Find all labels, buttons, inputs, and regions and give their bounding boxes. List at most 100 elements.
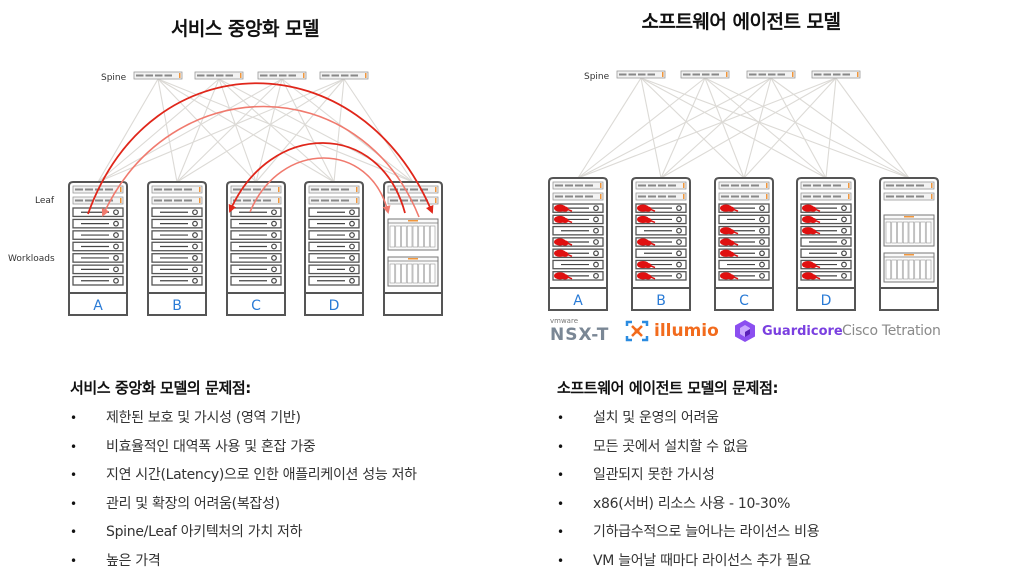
traffic-flow-c-to-e	[249, 157, 391, 214]
leaf-switch-icon	[883, 181, 935, 190]
leaf-switch-icon	[635, 181, 687, 190]
server-unit	[308, 230, 360, 240]
rack-a: A	[68, 181, 128, 316]
service-chassis-icon	[387, 218, 439, 251]
issue-text: 제한된 보호 및 가시성 (영역 기반)	[106, 410, 301, 426]
spine-leaf-link	[640, 77, 662, 179]
leaf-switch-icon	[308, 185, 360, 194]
agent-icon	[637, 238, 656, 246]
spine-leaf-link	[743, 77, 837, 179]
agent-icon	[637, 204, 656, 212]
spine-leaf-link	[157, 78, 414, 183]
rack-label-box	[631, 287, 691, 311]
server-unit	[552, 271, 604, 281]
illumio-wordmark: illumio	[654, 321, 719, 341]
server-unit	[552, 214, 604, 225]
issue-item: •모든 곳에서 설치할 수 없음	[557, 433, 819, 462]
issue-item: •x86(서버) 리소스 사용 - 10-30%	[557, 490, 819, 519]
issue-text: Spine/Leaf 아키텍처의 가치 저하	[106, 524, 303, 541]
rack-label: C	[251, 298, 261, 314]
agent-icon	[554, 238, 573, 246]
rack-b: B	[147, 181, 207, 316]
spine-leaf-link	[333, 78, 345, 183]
rack-label: B	[172, 298, 182, 314]
rack-label-box	[304, 292, 364, 316]
issue-text: 높은 가격	[106, 552, 161, 569]
server-unit	[552, 248, 604, 259]
server-unit	[718, 203, 770, 213]
bullet-icon: •	[70, 468, 77, 483]
server-unit	[308, 275, 360, 286]
server-unit	[635, 237, 687, 247]
rack-c: C	[226, 181, 286, 316]
spine-switches-right	[616, 70, 861, 79]
vmware-wordmark: vmware	[550, 317, 579, 325]
server-unit	[718, 259, 770, 270]
spine-switch-icon	[616, 70, 666, 79]
issue-text: 일관되지 못한 가시성	[593, 467, 715, 484]
spine-leaf-link	[176, 78, 345, 183]
server-unit	[151, 264, 203, 275]
cisco-tetration-wordmark: Cisco Tetration	[842, 323, 941, 339]
issue-item: • 제한된 보호 및 가시성 (영역 기반)	[70, 404, 417, 433]
issue-item: •VM 늘어날 때마다 라이선스 추가 필요	[557, 547, 819, 576]
leaf-switch-icon	[800, 192, 852, 201]
server-unit	[230, 253, 282, 263]
leaf-label: Leaf	[35, 196, 55, 206]
agent-icon	[637, 272, 656, 280]
server-unit	[308, 241, 360, 252]
agent-icon	[554, 204, 573, 212]
rack-services	[879, 177, 939, 311]
server-unit	[72, 230, 124, 240]
server-unit	[230, 264, 282, 275]
bullet-icon: •	[557, 468, 564, 483]
bullet-icon: •	[70, 411, 77, 425]
spine-switch-icon	[133, 71, 183, 80]
rack-label: C	[739, 293, 749, 309]
agent-icon	[802, 272, 821, 280]
spine-leaf-links-right	[577, 77, 910, 179]
server-unit	[230, 275, 282, 286]
spine-leaf-link	[176, 78, 283, 183]
service-chassis-icon	[387, 256, 439, 287]
service-chassis-icon	[883, 252, 935, 283]
bullet-icon: •	[557, 411, 564, 425]
traffic-flow-e-to-c	[228, 142, 406, 214]
guardicore-wordmark: Guardicore	[762, 323, 843, 339]
server-unit	[800, 237, 852, 247]
spine-switch-icon	[194, 71, 244, 80]
leaf-switch-icon	[718, 192, 770, 201]
server-unit	[718, 271, 770, 281]
spine-leaf-link	[640, 77, 827, 179]
server-unit	[552, 237, 604, 247]
agent-icon	[720, 204, 739, 212]
server-unit	[151, 230, 203, 240]
spine-leaf-link	[157, 78, 178, 183]
server-unit	[151, 241, 203, 252]
rack-b: B	[631, 177, 691, 311]
bullet-icon: •	[70, 553, 77, 568]
server-unit	[718, 225, 770, 236]
server-unit	[800, 259, 852, 270]
spine-leaf-link	[255, 78, 345, 183]
rack-services	[383, 181, 443, 316]
rack-label-box	[147, 292, 207, 316]
spine-leaf-link	[825, 77, 837, 179]
spine-label-left: Spine	[101, 73, 127, 83]
rack-label-box	[879, 287, 939, 311]
rack-label-box	[383, 292, 443, 316]
agent-icon	[802, 260, 821, 269]
rack-label: D	[821, 293, 832, 309]
guardicore-logo: Guardicore	[734, 316, 843, 346]
server-unit	[635, 203, 687, 213]
spine-switch-icon	[811, 70, 861, 79]
leaf-switch-icon	[151, 196, 203, 205]
spine-leaf-link	[577, 77, 837, 179]
server-unit	[635, 225, 687, 236]
spine-leaf-link	[97, 78, 345, 183]
spine-leaf-link	[97, 78, 220, 183]
spine-leaf-link	[577, 77, 642, 179]
spine-switch-icon	[257, 71, 307, 80]
